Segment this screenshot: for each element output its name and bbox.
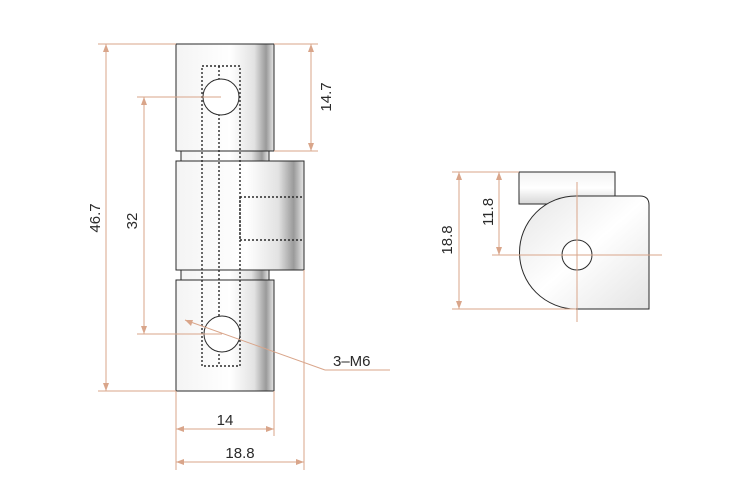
side-dim-height: 18.8 [439, 225, 456, 254]
middle-knuckle [175, 160, 305, 271]
front-view [175, 43, 305, 392]
top-neck [180, 150, 270, 162]
dim-total-height: 46.7 [87, 203, 104, 232]
dim-knuckle-width: 14 [217, 412, 234, 429]
dim-hole-spacing: 32 [124, 213, 141, 230]
hidden-pin-outline [201, 65, 241, 367]
side-dim-hole-center: 11.8 [480, 198, 497, 226]
dim-overall-width: 18.8 [225, 445, 254, 462]
callout-thread: 3–M6 [333, 353, 371, 370]
dim-top-knuckle: 14.7 [318, 82, 335, 111]
front-dimensions: 46.7 32 14.7 14 18.8 3–M6 [87, 43, 390, 470]
side-view [518, 171, 650, 310]
side-dimensions: 18.8 11.8 [439, 171, 662, 322]
bottom-neck [180, 269, 270, 281]
